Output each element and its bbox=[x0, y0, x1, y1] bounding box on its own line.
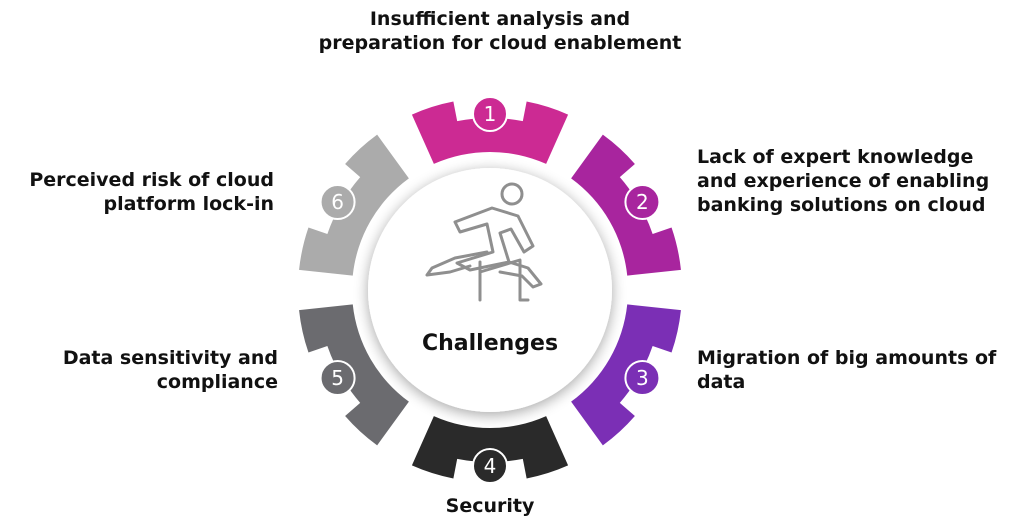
challenge-1-line-2: preparation for cloud enablement bbox=[318, 32, 682, 54]
badge-number-4: 4 bbox=[484, 454, 497, 478]
challenge-5-line-1: Data sensitivity and bbox=[62, 347, 278, 369]
challenge-3-line-1: Migration of big amounts of bbox=[697, 347, 997, 369]
badge-number-1: 1 bbox=[484, 102, 497, 126]
challenge-5-line-2: compliance bbox=[156, 371, 278, 393]
badge-number-6: 6 bbox=[331, 190, 344, 214]
badge-1 bbox=[472, 96, 508, 132]
hurdle-jumper-icon bbox=[425, 182, 543, 302]
challenge-6-label: Perceived risk of cloud platform lock-in bbox=[0, 168, 274, 216]
challenge-2-line-3: banking solutions on cloud bbox=[697, 194, 986, 216]
challenge-4-label: Security bbox=[390, 494, 590, 518]
challenge-1-label: Insufficient analysis and preparation fo… bbox=[300, 7, 700, 55]
center-label: Challenges bbox=[422, 331, 558, 356]
badge-number-2: 2 bbox=[636, 190, 649, 214]
badge-2 bbox=[624, 184, 661, 220]
center-circle bbox=[368, 168, 612, 412]
challenge-6-line-2: platform lock-in bbox=[103, 193, 274, 215]
challenge-4-line-1: Security bbox=[445, 495, 535, 517]
badge-4 bbox=[472, 448, 508, 484]
challenge-2-label: Lack of expert knowledge and experience … bbox=[697, 145, 989, 217]
challenge-6-line-1: Perceived risk of cloud bbox=[29, 169, 274, 191]
segment-4 bbox=[411, 416, 569, 479]
badge-6 bbox=[319, 184, 356, 220]
segment-1 bbox=[411, 101, 569, 164]
challenge-3-label: Migration of big amounts of data bbox=[697, 346, 996, 394]
badge-number-3: 3 bbox=[636, 366, 649, 390]
challenge-1-line-1: Insufficient analysis and bbox=[369, 8, 631, 30]
challenge-2-line-1: Lack of expert knowledge bbox=[697, 146, 974, 168]
badge-3 bbox=[624, 360, 661, 396]
badge-5 bbox=[319, 360, 356, 396]
number-badges: 1 2 3 4 5 6 bbox=[319, 96, 661, 484]
badge-number-5: 5 bbox=[331, 366, 344, 390]
challenge-2-line-2: and experience of enabling bbox=[697, 170, 990, 192]
challenge-3-line-2: data bbox=[697, 371, 746, 393]
challenge-5-label: Data sensitivity and compliance bbox=[20, 346, 278, 394]
